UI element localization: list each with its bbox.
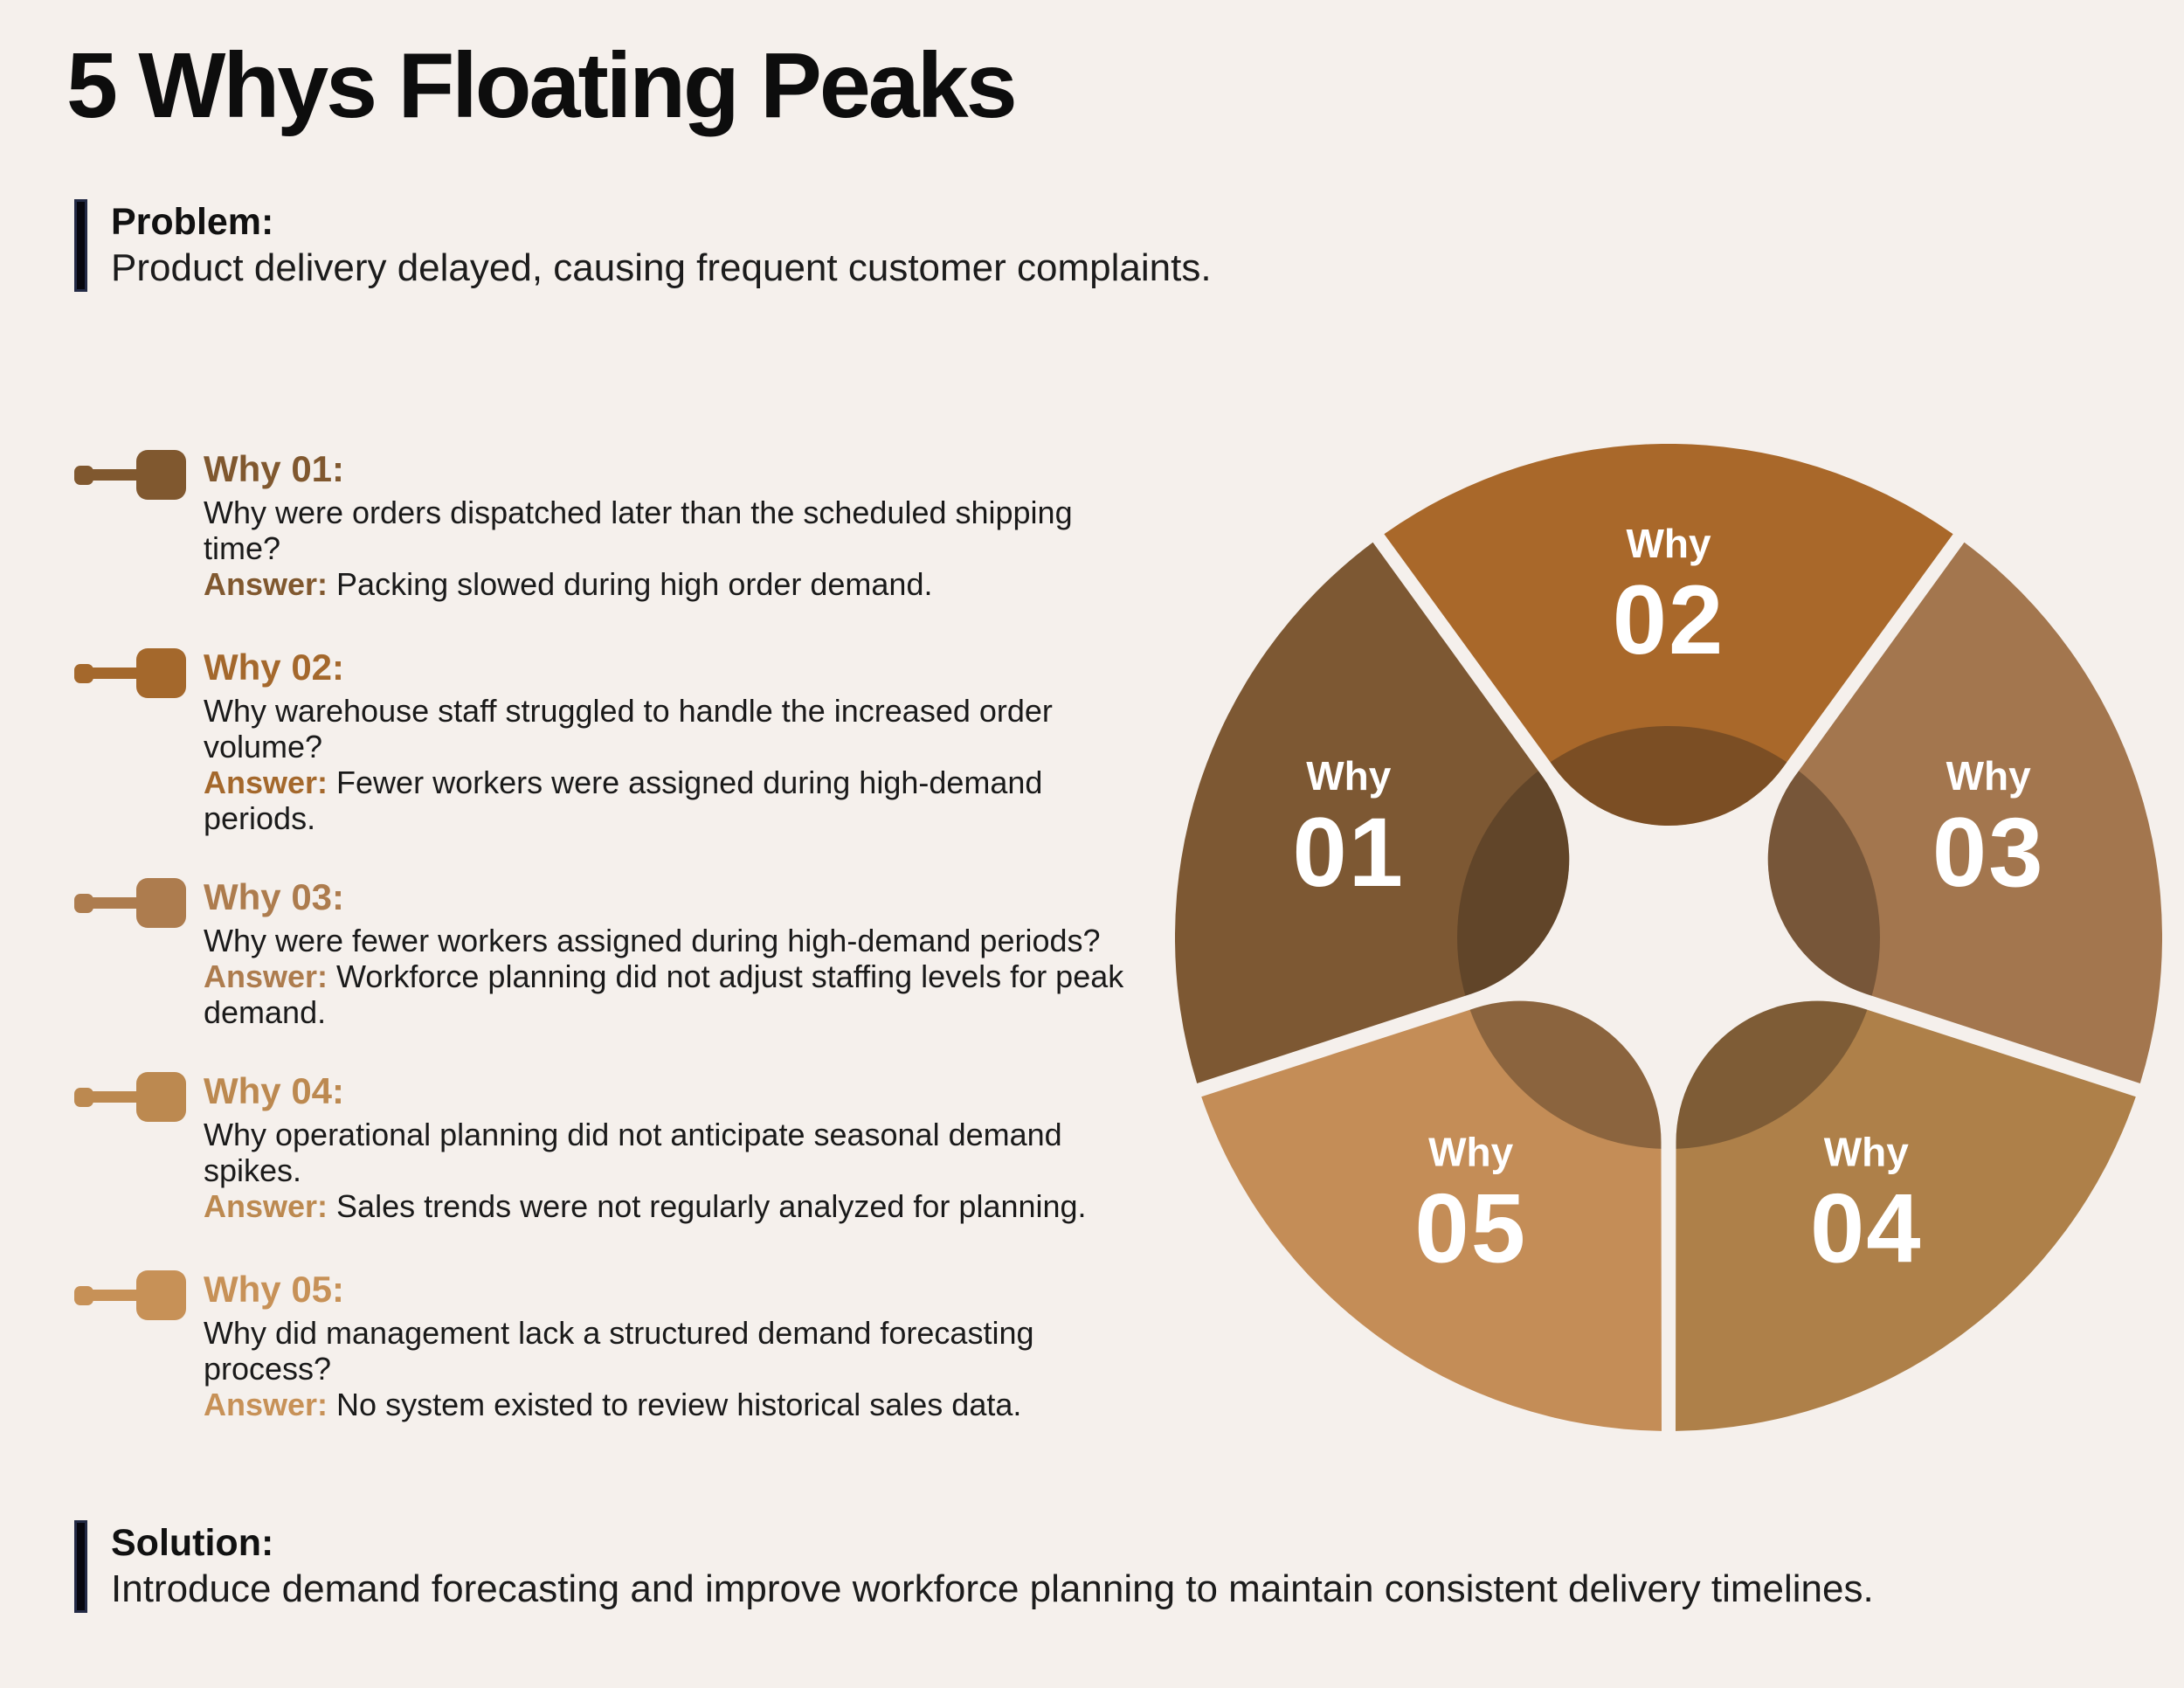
why-05-answer: Answer: No system existed to review hist… bbox=[204, 1387, 1143, 1422]
solution-label: Solution: bbox=[111, 1522, 274, 1564]
segment-label-word-02: Why bbox=[1626, 521, 1711, 566]
node-connector-icon bbox=[74, 648, 186, 699]
node-connector-icon bbox=[74, 1072, 186, 1123]
page-title: 5 Whys Floating Peaks bbox=[66, 34, 1018, 137]
connector-card-icon bbox=[136, 878, 186, 928]
segment-label-number-01: 01 bbox=[1293, 798, 1406, 907]
why-02-answer: Answer: Fewer workers were assigned duri… bbox=[204, 764, 1143, 836]
why-05-body: Why 05: Why did management lack a struct… bbox=[186, 1269, 1143, 1422]
connector-card-icon bbox=[136, 648, 186, 698]
segment-label-word-05: Why bbox=[1428, 1130, 1514, 1175]
answer-label: Answer: bbox=[204, 764, 328, 800]
answer-text: Fewer workers were assigned during high-… bbox=[204, 764, 1043, 836]
connector-card-icon bbox=[136, 1270, 186, 1320]
problem-accent-bar bbox=[74, 199, 87, 292]
segment-label-number-05: 05 bbox=[1414, 1174, 1527, 1283]
segment-label-number-04: 04 bbox=[1810, 1174, 1923, 1283]
answer-label: Answer: bbox=[204, 1387, 328, 1422]
connector-stem-icon bbox=[86, 1091, 141, 1103]
why-01-question: Why were orders dispatched later than th… bbox=[204, 495, 1073, 566]
why-01-heading: Why 01: bbox=[204, 448, 345, 489]
segment-why-04 bbox=[1676, 1000, 2136, 1431]
segment-why-05 bbox=[1201, 1000, 1662, 1431]
segment-why-01 bbox=[1175, 542, 1570, 1083]
connector-card-icon bbox=[136, 450, 186, 500]
answer-label: Answer: bbox=[204, 958, 328, 994]
why-02-heading: Why 02: bbox=[204, 647, 345, 688]
connector-card-icon bbox=[136, 1072, 186, 1122]
connector-stem-icon bbox=[86, 668, 141, 679]
problem-callout: Problem: Product delivery delayed, causi… bbox=[74, 199, 1212, 292]
why-01-answer: Answer: Packing slowed during high order… bbox=[204, 566, 1143, 602]
segment-label-word-03: Why bbox=[1946, 753, 2032, 799]
problem-label: Problem: bbox=[111, 201, 274, 243]
why-row-04: Why 04: Why operational planning did not… bbox=[74, 1070, 1192, 1224]
segment-label-number-02: 02 bbox=[1613, 565, 1725, 675]
why-05-question: Why did management lack a structured dem… bbox=[204, 1315, 1034, 1387]
why-02-question: Why warehouse staff struggled to handle … bbox=[204, 693, 1053, 764]
why-row-01: Why 01: Why were orders dispatched later… bbox=[74, 448, 1192, 602]
node-connector-icon bbox=[74, 878, 186, 929]
answer-text: No system existed to review historical s… bbox=[336, 1387, 1022, 1422]
answer-label: Answer: bbox=[204, 1188, 328, 1224]
why-05-heading: Why 05: bbox=[204, 1269, 345, 1310]
connector-stem-icon bbox=[86, 1290, 141, 1301]
solution-accent-bar bbox=[74, 1520, 87, 1613]
why-04-body: Why 04: Why operational planning did not… bbox=[186, 1070, 1143, 1224]
center-shade-circle bbox=[1457, 726, 1880, 1149]
solution-body: Solution: Introduce demand forecasting a… bbox=[87, 1520, 1874, 1613]
answer-text: Packing slowed during high order demand. bbox=[336, 566, 933, 602]
why-row-05: Why 05: Why did management lack a struct… bbox=[74, 1269, 1192, 1422]
why-03-question: Why were fewer workers assigned during h… bbox=[204, 923, 1101, 958]
answer-text: Workforce planning did not adjust staffi… bbox=[204, 958, 1124, 1030]
why-03-answer: Answer: Workforce planning did not adjus… bbox=[204, 958, 1143, 1030]
why-04-heading: Why 04: bbox=[204, 1070, 345, 1111]
answer-text: Sales trends were not regularly analyzed… bbox=[336, 1188, 1087, 1224]
why-04-question: Why operational planning did not anticip… bbox=[204, 1117, 1062, 1188]
answer-label: Answer: bbox=[204, 566, 328, 602]
segment-label-number-03: 03 bbox=[1932, 798, 2045, 907]
segment-why-03 bbox=[1767, 542, 2162, 1083]
node-connector-icon bbox=[74, 450, 186, 501]
why-03-body: Why 03: Why were fewer workers assigned … bbox=[186, 876, 1143, 1030]
why-01-body: Why 01: Why were orders dispatched later… bbox=[186, 448, 1143, 602]
segment-label-word-01: Why bbox=[1306, 753, 1392, 799]
solution-callout: Solution: Introduce demand forecasting a… bbox=[74, 1520, 1874, 1613]
why-04-answer: Answer: Sales trends were not regularly … bbox=[204, 1188, 1143, 1224]
why-02-body: Why 02: Why warehouse staff struggled to… bbox=[186, 647, 1143, 836]
problem-text: Product delivery delayed, causing freque… bbox=[111, 246, 1212, 289]
why-03-heading: Why 03: bbox=[204, 876, 345, 917]
node-connector-icon bbox=[74, 1270, 186, 1321]
segment-why-02 bbox=[1384, 444, 1953, 826]
connector-stem-icon bbox=[86, 897, 141, 909]
solution-text: Introduce demand forecasting and improve… bbox=[111, 1567, 1874, 1610]
problem-body: Problem: Product delivery delayed, causi… bbox=[87, 199, 1212, 292]
why-row-03: Why 03: Why were fewer workers assigned … bbox=[74, 876, 1192, 1030]
segment-label-word-04: Why bbox=[1824, 1130, 1910, 1175]
connector-stem-icon bbox=[86, 469, 141, 481]
why-row-02: Why 02: Why warehouse staff struggled to… bbox=[74, 647, 1192, 836]
